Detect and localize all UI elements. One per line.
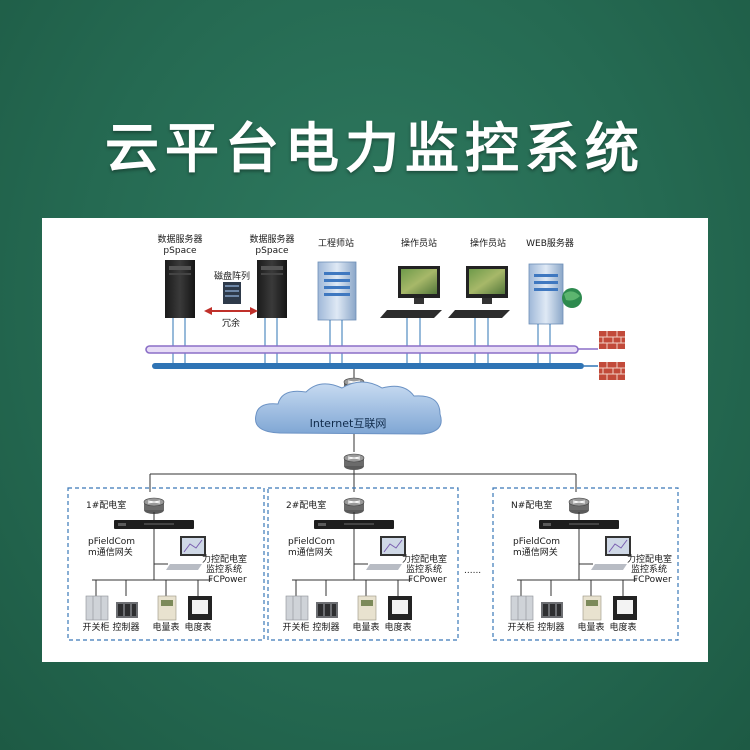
internet-cloud-label: Internet互联网 <box>309 417 387 430</box>
network-switch-icon <box>143 497 165 515</box>
room-name: 2#配电室 <box>286 501 327 511</box>
gateway-device-icon <box>539 520 619 529</box>
backbone-drop-lines <box>172 318 551 368</box>
engineer-station-icon <box>317 261 357 321</box>
device-label: 电量表 <box>352 623 380 633</box>
monitor-label-line1: 力控配电室 <box>202 555 248 565</box>
internet-cloud-icon <box>255 381 442 435</box>
device-label: 电量表 <box>152 623 180 633</box>
energy-meter-icon <box>188 596 212 620</box>
monitor-pc-icon <box>166 536 206 570</box>
gateway-label-line2: m通信网关 <box>88 548 133 558</box>
device-label: 开关柜 <box>82 623 110 633</box>
network-switch-icon <box>343 497 365 515</box>
server2-label-line1: 数据服务器 <box>249 235 295 245</box>
disk-array-label: 磁盘阵列 <box>213 272 251 282</box>
room-box-n <box>492 487 679 641</box>
engineer-station-label: 工程师站 <box>317 239 355 249</box>
room-box-1 <box>67 487 265 641</box>
controller-icon <box>116 602 138 618</box>
network-diagram: 数据服务器 pSpace 数据服务器 pSpace 磁盘阵列 冗余 工程师站 操… <box>42 218 708 662</box>
page-title: 云平台电力监控系统 <box>105 117 645 180</box>
gateway-label-line1: pFieldCom <box>288 537 336 547</box>
disk-array-icon <box>223 282 241 304</box>
gateway-device-icon <box>114 520 194 529</box>
device-label: 开关柜 <box>507 623 535 633</box>
monitor-label-line2: 监控系统 <box>406 565 443 575</box>
backbone-purple <box>145 345 579 354</box>
gateway-label-line1: pFieldCom <box>513 537 561 547</box>
room-1-graphics <box>85 497 212 621</box>
room-2-graphics <box>285 497 412 621</box>
power-meter-icon <box>582 595 602 621</box>
diagram-graphics <box>67 260 679 641</box>
device-label: 控制器 <box>312 623 340 633</box>
server1-label-line1: 数据服务器 <box>157 235 203 245</box>
device-label: 电度表 <box>384 623 412 633</box>
device-label: 控制器 <box>537 623 565 633</box>
device-label: 电量表 <box>577 623 605 633</box>
backbone-blue <box>152 363 584 369</box>
device-label: 电度表 <box>184 623 212 633</box>
gateway-label-line1: pFieldCom <box>88 537 136 547</box>
switchgear-cabinet-icon <box>510 595 534 621</box>
network-switch-icon <box>343 453 365 471</box>
room-name: 1#配电室 <box>86 501 127 511</box>
web-server-label: WEB服务器 <box>526 239 574 249</box>
power-meter-icon <box>157 595 177 621</box>
gateway-label-line2: m通信网关 <box>288 548 333 558</box>
energy-meter-icon <box>613 596 637 620</box>
switchgear-cabinet-icon <box>85 595 109 621</box>
operator-station-2-label: 操作员站 <box>469 239 507 249</box>
redundancy-arrow-icon <box>204 307 258 315</box>
monitor-label-line2: 监控系统 <box>206 565 243 575</box>
monitor-label-line1: 力控配电室 <box>627 555 673 565</box>
redundancy-label: 冗余 <box>221 319 241 329</box>
server2-label-line2: pSpace <box>255 246 289 256</box>
operator-station-2-icon <box>448 266 510 318</box>
operator-station-1-icon <box>380 266 442 318</box>
switchgear-cabinet-icon <box>285 595 309 621</box>
monitor-label-line2: 监控系统 <box>631 565 668 575</box>
room-box-2 <box>267 487 459 641</box>
monitor-pc-icon <box>591 536 631 570</box>
device-label: 控制器 <box>112 623 140 633</box>
controller-icon <box>316 602 338 618</box>
monitor-label-line3: FCPower <box>408 575 447 585</box>
server1-label-line2: pSpace <box>163 246 197 256</box>
more-rooms-ellipsis: ...... <box>464 566 482 576</box>
power-meter-icon <box>357 595 377 621</box>
web-server-icon <box>528 263 582 325</box>
monitor-pc-icon <box>366 536 406 570</box>
operator-station-1-label: 操作员站 <box>400 239 438 249</box>
energy-meter-icon <box>388 596 412 620</box>
monitor-label-line3: FCPower <box>633 575 672 585</box>
brick-firewall-icon <box>598 330 626 350</box>
room-name: N#配电室 <box>511 501 553 511</box>
controller-icon <box>541 602 563 618</box>
room-3-graphics <box>510 497 637 621</box>
device-label: 开关柜 <box>282 623 310 633</box>
monitor-label-line3: FCPower <box>208 575 247 585</box>
gateway-label-line2: m通信网关 <box>513 548 558 558</box>
monitor-label-line1: 力控配电室 <box>402 555 448 565</box>
network-switch-icon <box>568 497 590 515</box>
brick-firewall-icon <box>598 361 626 381</box>
data-server-2-icon <box>257 260 287 318</box>
gateway-device-icon <box>314 520 394 529</box>
data-server-1-icon <box>165 260 195 318</box>
device-label: 电度表 <box>609 623 637 633</box>
